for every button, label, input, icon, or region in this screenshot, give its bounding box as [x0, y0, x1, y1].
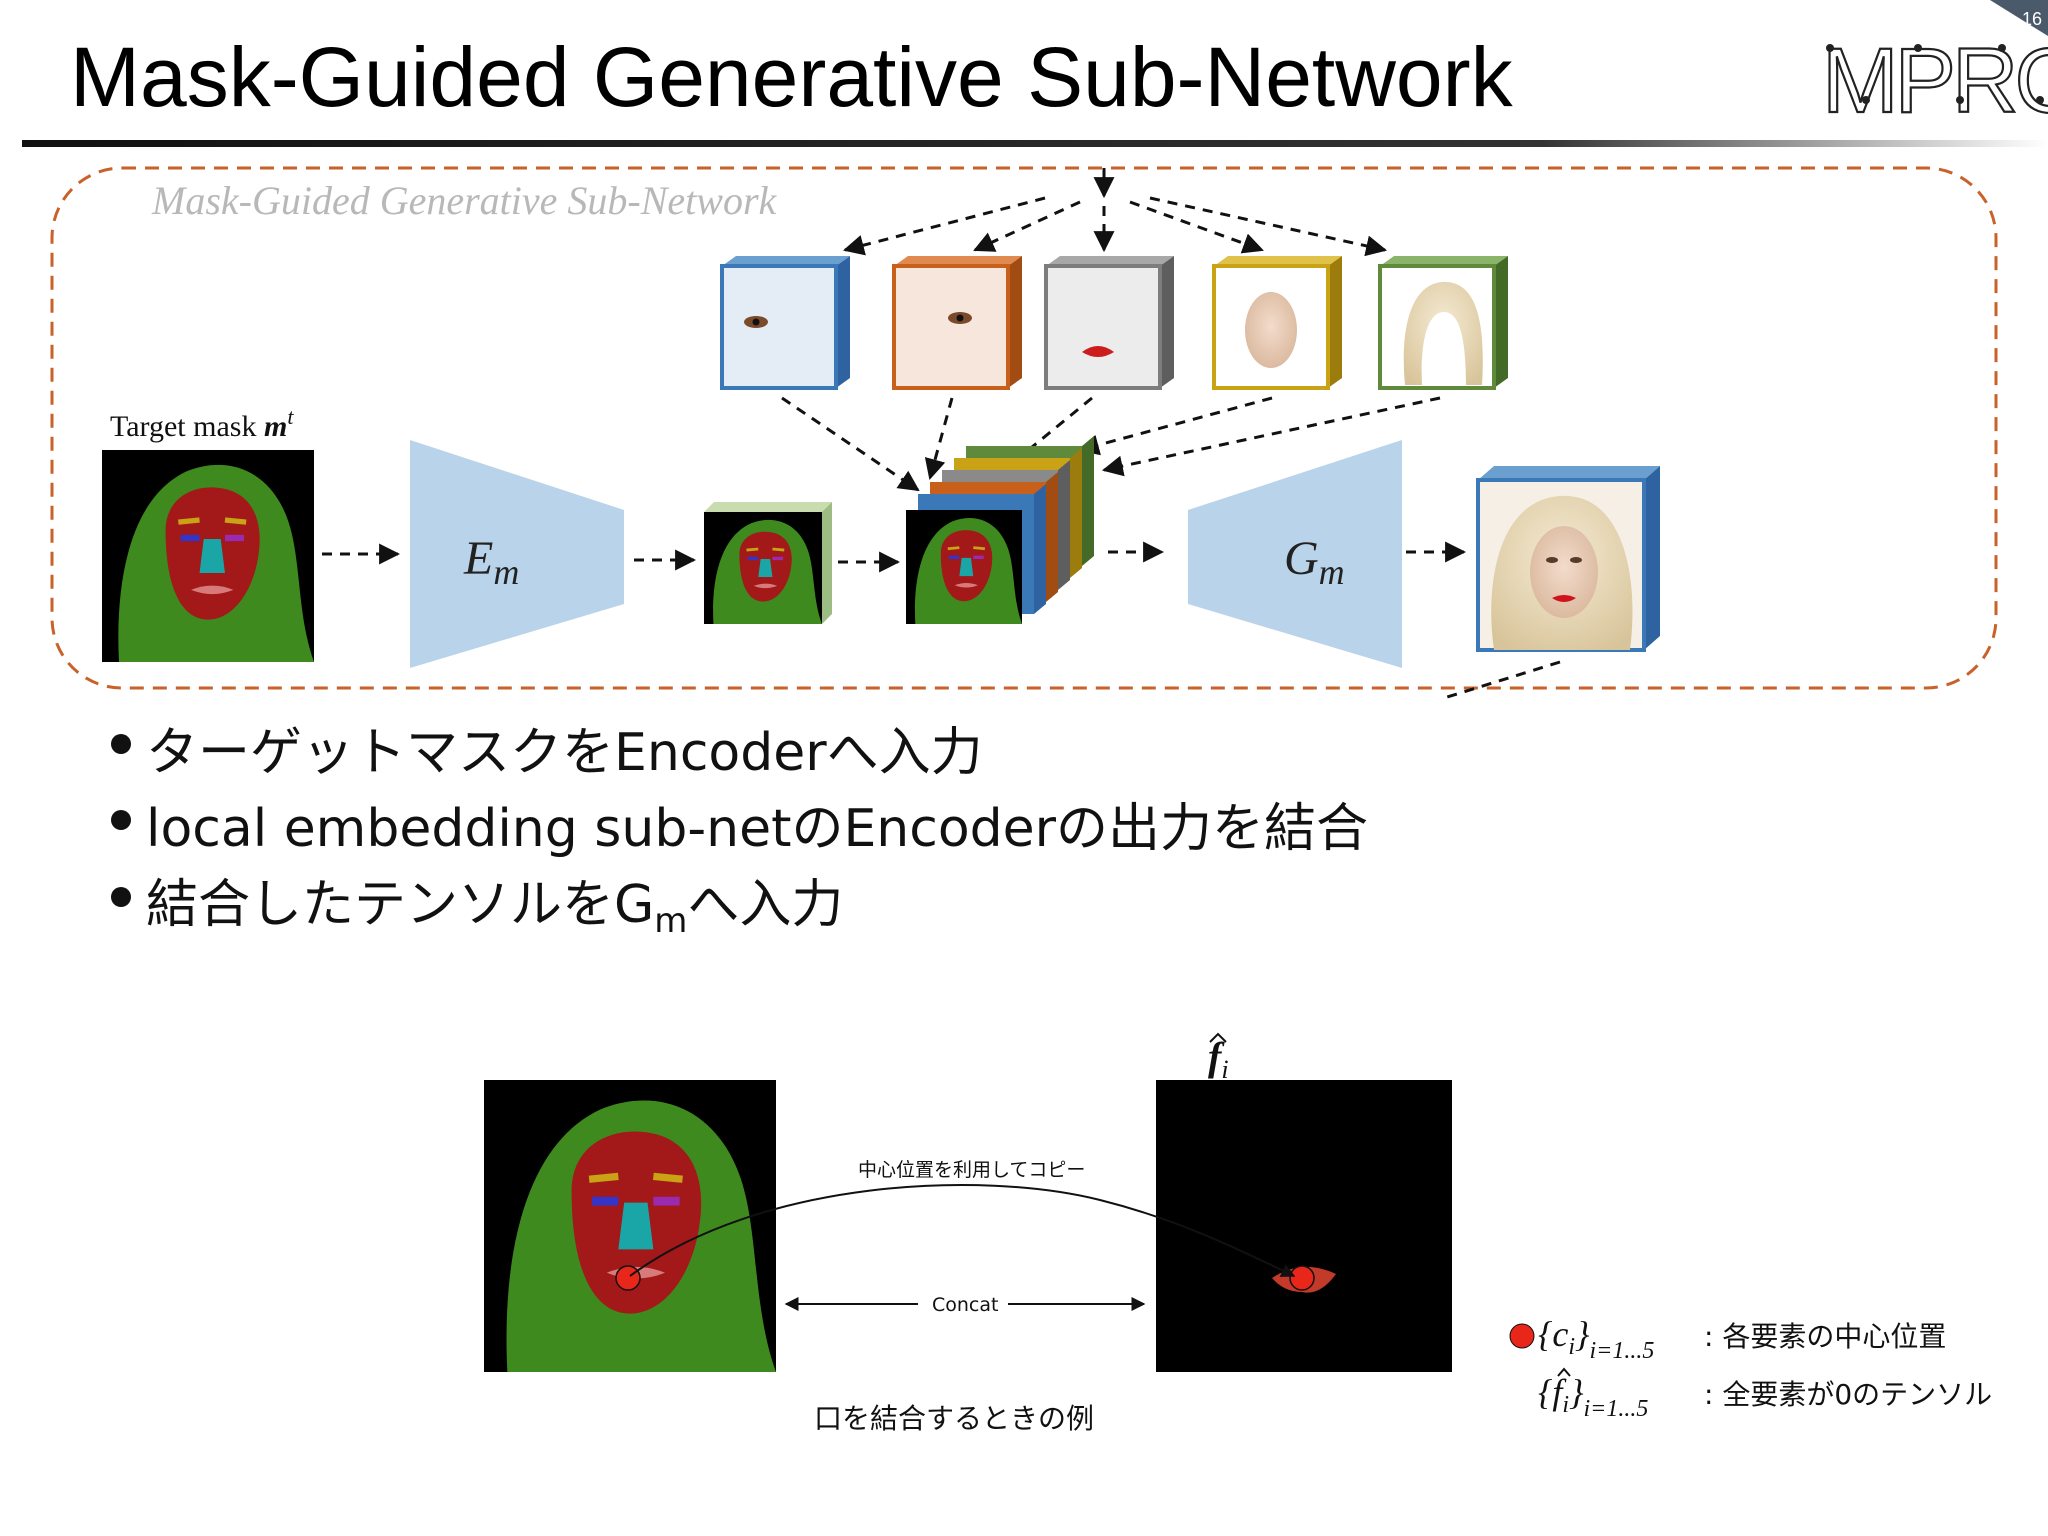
legend-item-1-text: : 各要素の中心位置 [1704, 1320, 1946, 1353]
bullet-1: ターゲットマスクをEncoderへ入力 [146, 723, 983, 783]
target-mask-image [102, 450, 314, 662]
generator-block: Gm [1188, 440, 1402, 668]
mprg-logo: MPRG [1822, 30, 2048, 132]
legend-hat [1557, 1367, 1571, 1377]
dashed-network-box [50, 166, 1998, 690]
svg-text:Em: Em [463, 532, 519, 592]
component-input-arrows [842, 168, 1388, 257]
legend-red-dot-icon [1509, 1323, 1535, 1349]
mouth-center-marker [615, 1265, 641, 1291]
cube-left-eye [720, 256, 850, 390]
encoded-mask-cube [702, 502, 832, 626]
zero-tensor-image [1156, 1080, 1452, 1372]
bullet-3: 結合したテンソルをGmへ入力 [146, 875, 843, 941]
fhat-hat [1209, 1032, 1227, 1043]
legend-item-2-text: : 全要素が0のテンソル [1704, 1378, 1992, 1411]
fhat-label: fi [1208, 1034, 1229, 1084]
cube-right-eye [892, 256, 1022, 390]
generated-face-cube [1476, 466, 1660, 652]
svg-text:Gm: Gm [1284, 532, 1345, 592]
slide-title: Mask-Guided Generative Sub-Network [70, 30, 1514, 124]
encoder-block: Em [410, 440, 624, 668]
cube-hair [1378, 256, 1508, 390]
concat-label: Concat [932, 1294, 998, 1316]
network-box-label: Mask-Guided Generative Sub-Network [151, 178, 778, 223]
page-corner-tab [1990, 0, 2048, 36]
target-mask-label: Target mask mt [110, 404, 294, 443]
pipeline-arrows [322, 541, 1561, 700]
concatenated-stack [904, 436, 1094, 626]
copy-arrow-label: 中心位置を利用してコピー [858, 1159, 1085, 1181]
cube-mouth [1044, 256, 1174, 390]
example-mask-image [484, 1080, 776, 1372]
example-caption: 口を結合するときの例 [814, 1402, 1094, 1435]
title-underline [22, 140, 2048, 147]
copy-arrow [629, 1184, 1296, 1277]
page-number: 16 [2022, 9, 2042, 29]
copy-center-marker [1289, 1265, 1315, 1291]
legend-item-2-math: {fi}i=1...5 [1538, 1372, 1648, 1422]
bullet-list: ターゲットマスクをEncoderへ入力 local embedding sub-… [111, 723, 1368, 941]
legend-item-1-math: {ci}i=1...5 [1538, 1314, 1654, 1364]
logo-dots-icon [1826, 44, 2044, 104]
bullet-2: local embedding sub-netのEncoderの出力を結合 [146, 799, 1368, 859]
cube-face-skin [1212, 256, 1342, 390]
